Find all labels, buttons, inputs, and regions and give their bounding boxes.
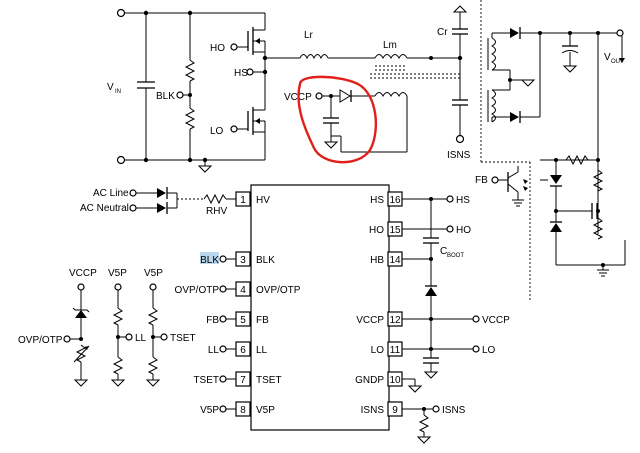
- pin-hs: 16 HS: [370, 191, 403, 207]
- ac-input: AC Line AC Neutral RHV: [80, 187, 237, 217]
- controller-ic: [250, 184, 390, 431]
- svg-text:8: 8: [240, 405, 246, 416]
- svg-text:TSET: TSET: [170, 333, 196, 344]
- pin-ll: 6 LL LL: [208, 341, 268, 357]
- svg-text:V: V: [604, 52, 611, 63]
- svg-text:LO: LO: [210, 126, 224, 137]
- svg-text:7: 7: [240, 375, 246, 386]
- svg-text:BLK: BLK: [156, 91, 175, 102]
- svg-text:BLK: BLK: [256, 255, 275, 266]
- svg-text:V5P: V5P: [200, 405, 219, 416]
- svg-text:FB: FB: [206, 315, 219, 326]
- svg-text:9: 9: [392, 405, 398, 416]
- svg-text:V: V: [107, 82, 114, 93]
- net-label-isns: ISNS: [442, 405, 466, 416]
- svg-text:LL: LL: [256, 345, 268, 356]
- svg-text:16: 16: [389, 195, 401, 206]
- svg-text:V5P: V5P: [144, 268, 163, 279]
- ic-right-pins: 16 HS 15 HO 14 HB 12 VCCP 11 LO 10 GNDP 9 ISNS: [355, 191, 403, 417]
- svg-text:GNDP: GNDP: [355, 375, 384, 386]
- input-half-bridge: V IN BLK HO HS: [107, 8, 300, 173]
- svg-text:AC Line: AC Line: [93, 188, 129, 199]
- svg-text:15: 15: [389, 225, 401, 236]
- svg-text:4: 4: [240, 285, 246, 296]
- svg-text:RHV: RHV: [206, 206, 227, 217]
- svg-text:Lr: Lr: [304, 30, 314, 41]
- pin-v5p: 8 V5P V5P: [200, 401, 275, 417]
- pin-lo: 11 LO: [371, 341, 403, 357]
- svg-text:LO: LO: [371, 345, 385, 356]
- svg-text:10: 10: [389, 375, 401, 386]
- pin-hv: 1 HV: [235, 191, 270, 207]
- svg-text:HS: HS: [234, 68, 248, 79]
- pin-tset: 7 TSET TSET: [193, 371, 282, 387]
- resonant-tank: Lr Lm Cr ISNS VCCP: [284, 5, 471, 164]
- svg-text:6: 6: [240, 345, 246, 356]
- ic-body: [250, 184, 390, 431]
- svg-text:1: 1: [240, 195, 246, 206]
- svg-text:BOOT: BOOT: [447, 253, 464, 259]
- net-label-ho: HO: [456, 225, 471, 236]
- ic-right-net-labels: HS HO VCCP LO ISNS: [442, 195, 510, 416]
- pin-vccp: 12 VCCP: [356, 311, 403, 327]
- svg-text:12: 12: [389, 315, 401, 326]
- svg-text:11: 11: [390, 345, 401, 356]
- svg-text:OVP/OTP: OVP/OTP: [256, 285, 301, 296]
- svg-text:V5P: V5P: [256, 405, 275, 416]
- svg-text:14: 14: [389, 255, 401, 266]
- svg-text:C: C: [440, 246, 447, 257]
- ic-right-externals: C BOOT: [402, 195, 480, 444]
- pin-isns: 9 ISNS: [361, 401, 403, 417]
- svg-text:HV: HV: [256, 195, 270, 206]
- left-sensor-networks: VCCP V5P V5P OVP/OTP LL: [18, 268, 196, 387]
- svg-text:LL: LL: [135, 333, 147, 344]
- svg-text:3: 3: [240, 255, 246, 266]
- vin-top-terminal: [116, 8, 126, 18]
- svg-text:FB: FB: [475, 175, 488, 186]
- svg-text:ISNS: ISNS: [361, 405, 385, 416]
- net-label-hs: HS: [456, 195, 470, 206]
- pin-hb: 14 HB: [370, 251, 403, 267]
- svg-text:V5P: V5P: [108, 268, 127, 279]
- svg-text:OVP/OTP: OVP/OTP: [18, 335, 63, 346]
- svg-text:HO: HO: [369, 225, 384, 236]
- svg-text:VCCP: VCCP: [356, 315, 384, 326]
- svg-text:OVP/OTP: OVP/OTP: [175, 285, 220, 296]
- secondary-rectifier: V OUT FB: [475, 27, 626, 277]
- pin-fb: 5 FB FB: [206, 311, 269, 327]
- svg-text:5: 5: [240, 315, 246, 326]
- ic-left-pins: 1 HV 3 BLK BLK 4 OVP/OTP OVP/OTP 5 FB FB 6 LL LL 7 TSET…: [175, 191, 301, 417]
- svg-text:IN: IN: [115, 89, 121, 95]
- net-label-vccp: VCCP: [482, 315, 510, 326]
- svg-text:AC Neutral: AC Neutral: [80, 203, 129, 214]
- svg-text:HO: HO: [210, 43, 225, 54]
- svg-text:OUT: OUT: [611, 59, 624, 65]
- svg-text:TSET: TSET: [193, 375, 219, 386]
- svg-text:FB: FB: [256, 315, 269, 326]
- svg-text:VCCP: VCCP: [69, 268, 97, 279]
- svg-text:ISNS: ISNS: [447, 150, 471, 161]
- red-circle-annotation: [297, 75, 377, 164]
- svg-text:Lm: Lm: [383, 40, 397, 51]
- svg-text:Cr: Cr: [437, 27, 448, 38]
- vin-bottom-terminal: [116, 155, 126, 165]
- svg-text:HB: HB: [370, 255, 384, 266]
- svg-text:LL: LL: [208, 345, 220, 356]
- pin-gndp: 10 GNDP: [355, 371, 403, 387]
- pin-ovp-otp: 4 OVP/OTP OVP/OTP: [175, 281, 301, 297]
- svg-text:TSET: TSET: [256, 375, 282, 386]
- pin-blk: 3 BLK BLK: [200, 251, 275, 267]
- svg-text:BLK: BLK: [200, 255, 219, 266]
- svg-text:HS: HS: [370, 195, 384, 206]
- net-label-lo: LO: [482, 345, 496, 356]
- pin-ho: 15 HO: [369, 221, 403, 237]
